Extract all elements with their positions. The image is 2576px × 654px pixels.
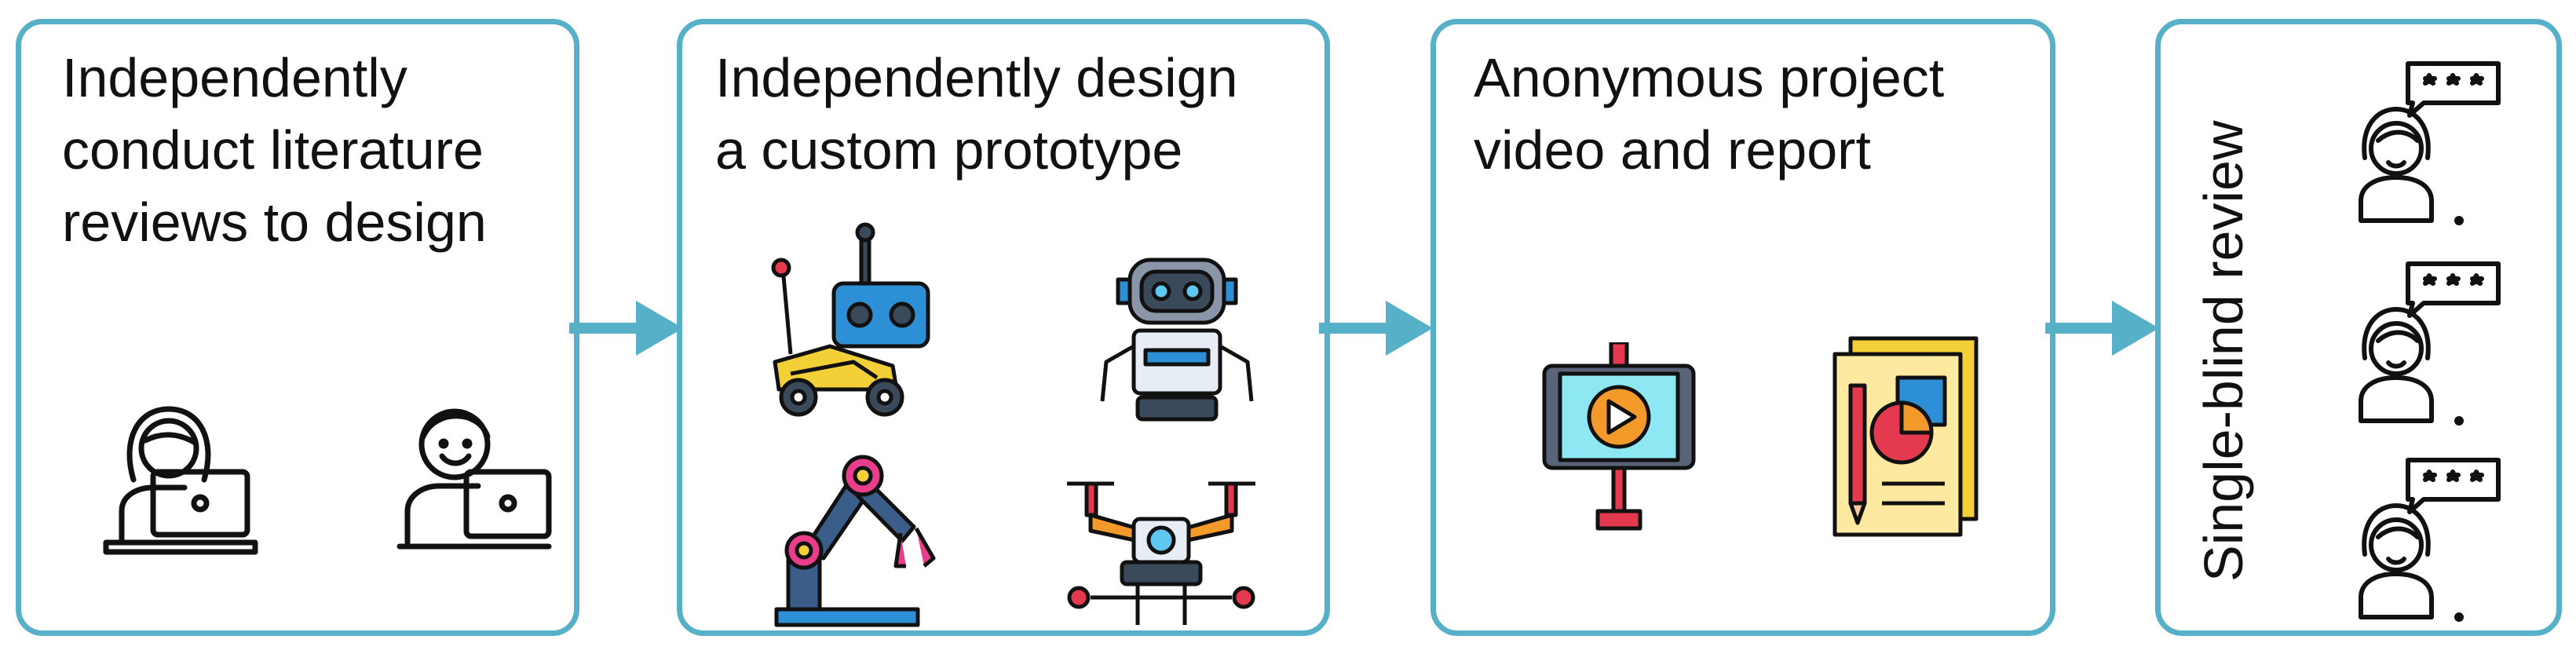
step-title: Independently design a custom prototype [715,47,1238,181]
drone-icon [1067,481,1255,625]
reviewer-rating-icon [2359,261,2501,426]
robot-icon [1100,258,1254,422]
step-title: Anonymous project video and report [1474,47,1945,181]
flow-arrow [2045,301,2159,356]
step-title: Single-blind review [2193,120,2254,582]
robotic-arm-icon [774,455,936,627]
step-literature-review: Independently conduct literature reviews… [16,19,579,636]
step-video-report: Anonymous project video and report [1431,19,2055,636]
report-document-icon [1832,336,1979,537]
step-single-blind-review: Single-blind review [2155,19,2562,636]
phone-video-icon [1542,342,1696,531]
step-design-prototype: Independently design a custom prototype [677,19,1330,636]
reviewer-rating-icon [2359,458,2501,622]
reviewer-rating-icon [2359,61,2501,225]
student-boy-laptop-icon [396,408,552,550]
rc-car-remote-icon [771,222,930,417]
flow-arrow [569,301,683,356]
flow-arrow [1319,301,1433,356]
student-girl-laptop-icon [103,406,258,555]
step-title: Independently conduct literature reviews… [62,47,487,253]
